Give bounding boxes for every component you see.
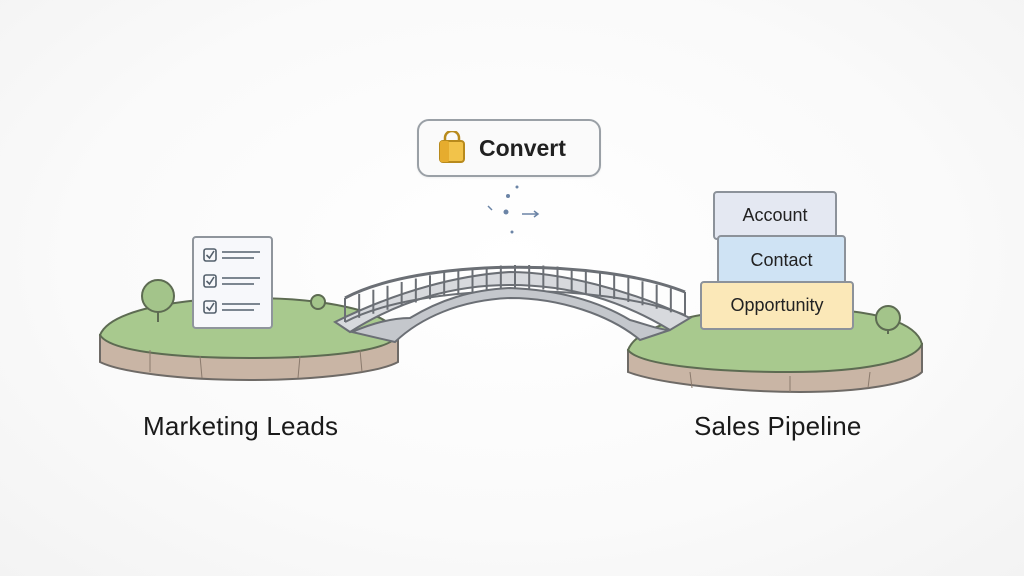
tree-icon <box>875 305 901 334</box>
sales-pipeline-label: Sales Pipeline <box>694 411 862 441</box>
tree-icon <box>141 279 175 322</box>
bush-icon <box>310 294 326 310</box>
lock-folder-icon <box>437 129 467 165</box>
sparkle-dots <box>487 185 540 234</box>
convert-button[interactable]: Convert <box>417 119 601 177</box>
left-island <box>98 296 400 382</box>
marketing-leads-label: Marketing Leads <box>143 411 339 441</box>
contact-box: Contact <box>717 235 846 286</box>
convert-label: Convert <box>479 134 566 161</box>
bridge <box>333 265 693 344</box>
opportunity-box: Opportunity <box>700 281 854 330</box>
account-box: Account <box>713 191 837 240</box>
checklist-icon <box>192 236 273 329</box>
